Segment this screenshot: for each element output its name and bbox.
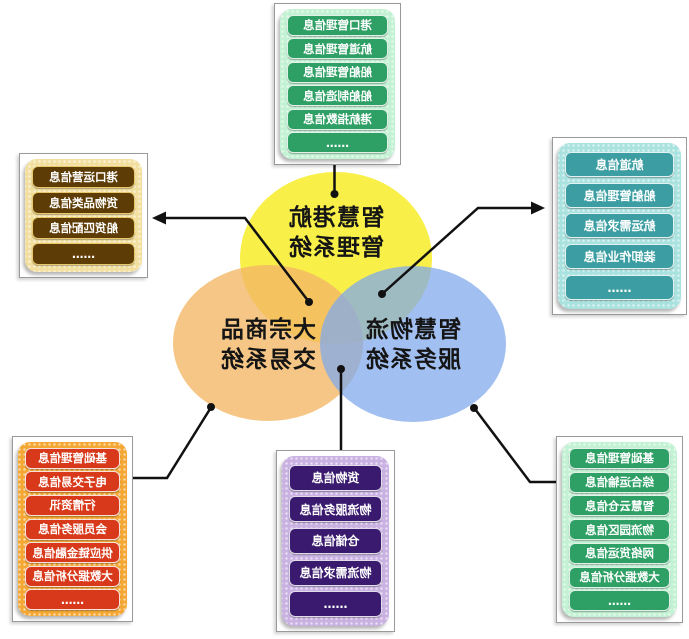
box-item: 航道管理信息	[287, 38, 388, 60]
info-box-panel: 港口管理信息航道管理信息船舶管理信息船舶制造信息港航指数信息……	[280, 9, 395, 159]
box-item: 大数据分析信息	[569, 566, 670, 588]
box-item: 物流需求信息	[289, 559, 382, 586]
box-item: 会员服务信息	[25, 518, 120, 540]
connector-dot	[470, 404, 478, 412]
box-item: 船舶管理信息	[565, 182, 674, 208]
box-item: 电子交易信息	[25, 471, 120, 493]
box-item: 货物信息	[289, 464, 382, 491]
box-item: 基础管理信息	[25, 447, 120, 469]
box-item: ……	[289, 591, 382, 618]
connector-trading	[133, 408, 212, 480]
box-item: ……	[287, 132, 388, 154]
box-item: 航道信息	[565, 151, 674, 177]
connector-shipping	[381, 206, 532, 295]
info-box-panel: 航道信息船舶管理信息航运需求信息装卸作业信息 ……	[558, 143, 681, 309]
info-box-logistics-platform: 基础管理信息综合运输信息智慧云仓信息物流园区信息网络货运信息大数据分析信息……	[556, 436, 683, 623]
box-item: 供应链金融信息	[25, 542, 120, 564]
box-item: 物流服务信息	[289, 496, 382, 523]
connector-port-operation	[165, 216, 310, 303]
box-item: 港口运营信息	[32, 165, 135, 188]
box-item: 港航指数信息	[287, 108, 388, 130]
connector-dot	[337, 365, 345, 373]
box-item: 船货匹配信息	[32, 217, 135, 240]
info-box-port-operation: 港口运营信息货物品类信息船货匹配信息 ……	[19, 153, 148, 278]
info-box-trading: 基础管理信息电子交易信息行情资讯会员服务信息供应链金融信息大数据分析信息……	[12, 436, 133, 622]
box-item: 船舶管理信息	[287, 61, 388, 83]
info-box-panel: 港口运营信息货物品类信息船货匹配信息 ……	[25, 159, 142, 272]
box-item: 航运需求信息	[565, 213, 674, 239]
info-box-shipping: 航道信息船舶管理信息航运需求信息装卸作业信息 ……	[552, 137, 687, 315]
box-item: 网络货运信息	[569, 542, 670, 564]
box-item: ……	[32, 243, 135, 266]
connector-dot	[330, 190, 339, 198]
box-item: 装卸作业信息	[565, 244, 674, 270]
box-item: 仓储信息	[289, 527, 382, 554]
info-box-panel: 基础管理信息电子交易信息行情资讯会员服务信息供应链金融信息大数据分析信息……	[18, 442, 127, 616]
box-item: ……	[565, 275, 674, 301]
arrowhead	[152, 211, 166, 225]
box-item: 港口管理信息	[287, 14, 388, 36]
info-box-cargo-logistics: 货物信息物流服务信息仓储信息物流需求信息 ……	[276, 450, 395, 632]
arrowhead	[531, 201, 545, 215]
box-item: ……	[569, 590, 670, 612]
connector-dot	[207, 403, 215, 411]
info-box-panel: 货物信息物流服务信息仓储信息物流需求信息 ……	[282, 456, 389, 626]
box-item: 物流园区信息	[569, 519, 670, 540]
box-item: 基础管理信息	[569, 447, 670, 469]
connector-platform	[474, 408, 556, 484]
connector-dot	[378, 290, 386, 298]
box-item: 行情资讯	[25, 494, 120, 516]
box-item: 船舶制造信息	[287, 85, 388, 107]
box-item: 货物品类信息	[32, 191, 135, 214]
connector-dot	[305, 298, 313, 306]
box-item: ……	[25, 589, 120, 611]
info-box-panel: 基础管理信息综合运输信息智慧云仓信息物流园区信息网络货运信息大数据分析信息……	[562, 442, 677, 617]
box-item: 智慧云仓信息	[569, 495, 670, 517]
box-item: 大数据分析信息	[25, 565, 120, 587]
info-box-port-management: 港口管理信息航道管理信息船舶管理信息船舶制造信息港航指数信息……	[274, 3, 401, 165]
box-item: 综合运输信息	[569, 471, 670, 493]
